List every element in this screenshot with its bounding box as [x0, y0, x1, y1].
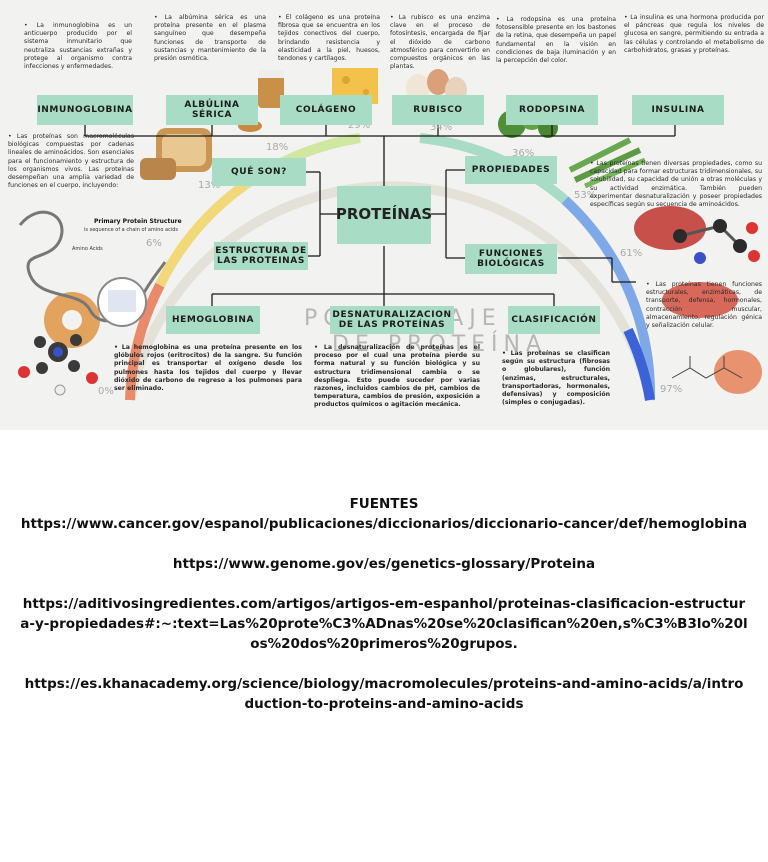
percentage-label: 13% — [198, 180, 221, 191]
formula-image — [671, 356, 743, 379]
source-link[interactable]: https://es.khanacademy.org/science/biolo… — [24, 676, 744, 712]
gauge-arc-blue — [561, 196, 656, 401]
asparagus-image — [568, 137, 646, 189]
desnaturalizacion-description: • La desnaturalización de proteínas es e… — [314, 344, 480, 409]
que-son-description: • Las proteínas son macromoléculas bioló… — [8, 133, 134, 190]
node-funciones-biologicas: FUNCIONES BIOLÓGICAS — [465, 244, 557, 274]
zoom-lens-image — [97, 277, 147, 327]
molecule-heme-image — [18, 334, 98, 396]
node-que-son: QUÉ SON? — [212, 158, 306, 186]
node-estructura: ESTRUCTURA DE LAS PROTEINAS — [214, 242, 308, 270]
node-inmunoglobina: INMUNOGLOBINA — [37, 95, 133, 125]
gauge-arc-yellow — [155, 180, 248, 288]
central-node-proteinas: PROTEÍNAS — [336, 186, 432, 244]
clasificacion-description: • Las proteínas se clasifican según su e… — [502, 350, 610, 407]
node-desnaturalizacion: DESNATURALIZACION DE LAS PROTEÍNAS — [330, 306, 454, 334]
node-clasificacion: CLASIFICACIÓN — [508, 306, 600, 334]
source-link[interactable]: https://www.genome.gov/es/genetics-gloss… — [172, 556, 596, 572]
percentage-label: 61% — [620, 248, 643, 259]
percentage-label: 29% — [348, 120, 371, 131]
node-rubisco: RUBISCO — [392, 95, 484, 125]
inmunoglobina-description: • La inmunoglobina es un anticuerpo prod… — [24, 22, 132, 70]
structure-image-caption: is sequence of a chain of amino acids — [84, 227, 178, 233]
node-propiedades: PROPIEDADES — [465, 156, 557, 184]
node-albumina-serica: ALBÚLINA SÉRICA — [166, 95, 258, 125]
gauge-arc-darkblue — [623, 327, 655, 401]
node-hemoglobina: HEMOGLOBINA — [166, 306, 260, 334]
protein-mindmap-poster: PORCENTAJE DE PROTEÍNA 0% 6% 13% 18% 29%… — [0, 0, 768, 430]
connector-lines — [18, 68, 762, 401]
source-link[interactable]: https://aditivosingredientes.com/artigos… — [20, 596, 748, 652]
node-rodopsina: RODOPSINA — [506, 95, 598, 125]
insulina-description: • La insulina es una hormona producida p… — [624, 14, 764, 54]
bread-image — [140, 128, 212, 180]
gauge-arc-red — [125, 282, 165, 401]
percentage-label: 34% — [430, 122, 453, 133]
sources-section: FUENTES https://www.cancer.gov/espanol/p… — [20, 494, 748, 734]
structure-image-title: Primary Protein Structure — [94, 218, 182, 225]
node-colageno: COLÁGENO — [280, 95, 372, 125]
percentage-label: 0% — [98, 386, 114, 397]
percentage-label: 6% — [146, 238, 162, 249]
node-insulina: INSULINA — [632, 95, 724, 125]
funciones-description: • Las proteínas tienen funciones estruct… — [646, 281, 762, 329]
percentage-label: 36% — [512, 148, 535, 159]
colageno-description: • El colágeno es una proteína fibrosa qu… — [278, 14, 380, 62]
hemoglobina-description: • La hemoglobina es una proteína present… — [114, 344, 302, 392]
percentage-label: 97% — [660, 384, 683, 395]
albumina-description: • La albúmina sérica es una proteína pre… — [154, 14, 266, 62]
percentage-label: 53% — [574, 190, 597, 201]
rodopsina-description: • La rodopsina es una proteína fotosensi… — [496, 16, 616, 64]
source-link[interactable]: https://www.cancer.gov/espanol/publicaci… — [20, 516, 748, 532]
amino-acids-label: Amino Acids — [72, 246, 103, 252]
propiedades-description: • Las proteínas tienen diversas propieda… — [590, 160, 762, 208]
meat-image — [634, 206, 762, 394]
molecule-aminoacid-image — [673, 219, 760, 264]
rubisco-description: • La rubisco es una enzima clave en el p… — [390, 14, 490, 71]
sources-heading: FUENTES — [349, 496, 419, 512]
percentage-label: 18% — [266, 142, 289, 153]
background-title-line2: DE PROTEÍNA — [332, 332, 548, 357]
